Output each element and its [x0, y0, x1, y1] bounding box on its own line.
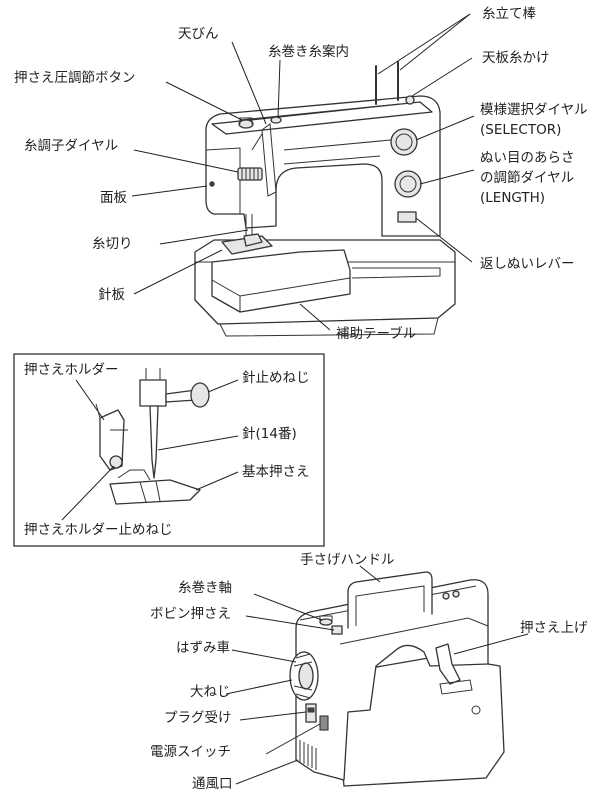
label-itomaki-jiku: 糸巻き軸 — [178, 580, 232, 596]
label-tenbin: 天びん — [178, 26, 219, 42]
label-kaeshi-nui-lever: 返しぬいレバー — [480, 256, 575, 272]
label-osae-atsu-button: 押さえ圧調節ボタン — [14, 70, 136, 86]
label-hojo-table: 補助テーブル — [336, 326, 417, 342]
basic-presser-foot — [109, 479, 201, 505]
label-tsuufuu-kou: 通風口 — [192, 776, 233, 792]
label-length-dial-en: (LENGTH) — [480, 190, 546, 206]
length-dial — [394, 170, 422, 198]
front-view-leader-lines — [131, 13, 475, 331]
label-length-dial-2: の調節ダイヤル — [480, 170, 575, 186]
label-plug-uke: プラグ受け — [164, 710, 232, 726]
presser-holder — [99, 409, 125, 471]
ventilation-slots — [299, 740, 317, 770]
holder-screw — [109, 455, 123, 469]
label-menita: 面板 — [100, 190, 127, 206]
label-oo-neji: 大ねじ — [190, 684, 231, 700]
label-tenban-ito-kake: 天板糸かけ — [482, 50, 550, 66]
label-hari-dome-neji: 針止めねじ — [242, 370, 310, 386]
power-switch — [319, 715, 329, 731]
label-ito-kiri: 糸切り — [92, 236, 133, 252]
label-holder-dome-neji: 押さえホルダー止めねじ — [24, 522, 173, 538]
presser-lifter — [435, 643, 461, 685]
carry-handle — [347, 571, 433, 629]
top-thread-guide — [405, 95, 415, 105]
reverse-lever — [397, 211, 417, 223]
detail-frame — [13, 353, 325, 547]
label-length-dial-1: ぬい目のあらさ — [480, 150, 575, 166]
back-view-illustration — [289, 571, 505, 787]
label-kihon-osae: 基本押さえ — [242, 464, 310, 480]
label-hazumi-guruma: はずみ車 — [176, 640, 230, 656]
label-moyou-dial: 模様選択ダイヤル — [480, 102, 588, 118]
face-plate — [205, 147, 241, 215]
label-osae-age: 押さえ上げ — [520, 620, 588, 636]
label-moyou-dial-en: (SELECTOR) — [480, 122, 562, 138]
label-hariita: 針板 — [98, 287, 125, 303]
label-te-sage-handle: 手さげハンドル — [300, 552, 395, 568]
detail-leader-lines — [61, 379, 239, 521]
back-body — [295, 579, 489, 781]
label-ito-choushi-dial: 糸調子ダイヤル — [24, 138, 119, 154]
selector-dial — [390, 128, 418, 156]
front-view-illustration — [194, 61, 456, 337]
label-dengen-switch: 電源スイッチ — [150, 744, 231, 760]
label-itomaki-ito-annai: 糸巻き糸案内 — [268, 44, 349, 60]
label-ito-tate-bou: 糸立て棒 — [482, 6, 536, 22]
needle — [149, 405, 159, 479]
pressure-button — [238, 119, 254, 129]
detail-view-illustration — [95, 368, 210, 505]
plug-socket — [305, 703, 317, 723]
auxiliary-table — [211, 249, 351, 313]
label-bobbin-osae: ボビン押さえ — [150, 606, 231, 622]
label-osae-holder: 押さえホルダー — [24, 362, 119, 378]
winder-guide — [270, 116, 282, 124]
back-view-leader-lines — [225, 565, 529, 785]
machine-body — [205, 95, 441, 237]
needle-clamp-screw — [190, 382, 210, 408]
label-hari: 針(14番) — [242, 426, 297, 442]
